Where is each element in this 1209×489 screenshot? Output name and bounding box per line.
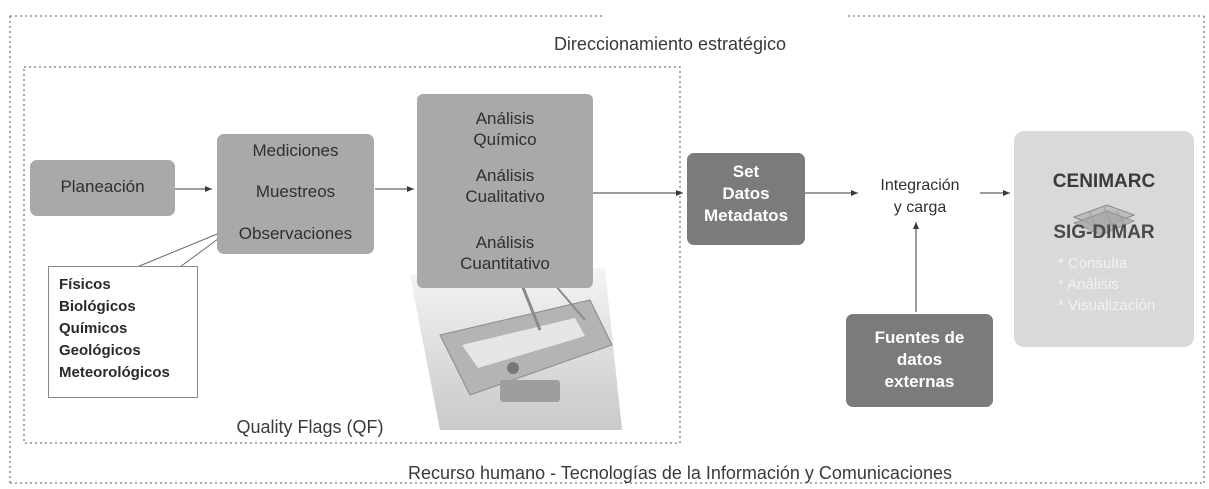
map-layers-icon — [1072, 204, 1136, 236]
fuentes-box: Fuentes de datos externas — [846, 314, 993, 407]
mediciones-label: Mediciones — [252, 141, 339, 160]
category-biologicos: Biológicos — [59, 298, 136, 315]
category-geologicos: Geológicos — [59, 342, 141, 359]
fuentes-label-1: Fuentes de — [874, 328, 965, 347]
cenimarc-box: CENIMARC SIG-DIMAR * Consulta * Análisis… — [1014, 131, 1194, 347]
analisis-quimico-1: Análisis — [475, 109, 535, 128]
lab-equipment-image — [410, 268, 622, 430]
planeacion-label: Planeación — [60, 177, 145, 196]
integracion-label-2: y carga — [893, 199, 947, 216]
fuentes-label-3: externas — [884, 372, 955, 391]
analisis-cualitativo-2: Cualitativo — [465, 187, 545, 206]
categories-box: Físicos Biológicos Químicos Geológicos M… — [48, 266, 198, 398]
set-datos-box: Set Datos Metadatos — [687, 153, 805, 245]
quality-flags-frame — [23, 66, 681, 444]
set-label: Set — [732, 162, 760, 181]
analisis-quimico-2: Químico — [473, 130, 537, 149]
analisis-cuantitativo-1: Análisis — [475, 233, 535, 252]
category-meteorologicos: Meteorológicos — [59, 364, 170, 381]
analisis-cuantitativo-2: Cuantitativo — [460, 254, 550, 273]
sig-item-analisis: * Análisis — [1058, 276, 1119, 293]
planeacion-box: Planeación — [30, 160, 175, 216]
footer-title: Recurso humano - Tecnologías de la Infor… — [408, 463, 952, 483]
category-quimicos: Químicos — [59, 320, 128, 337]
category-fisicos: Físicos — [59, 276, 111, 293]
analisis-cualitativo-1: Análisis — [475, 166, 535, 185]
outer-frame — [9, 15, 1205, 484]
mediciones-box: Mediciones Muestreos Observaciones — [217, 134, 374, 254]
cenimarc-label: CENIMARC — [1052, 171, 1156, 192]
analisis-box: Análisis Químico Análisis Cualitativo An… — [417, 94, 593, 288]
quality-flags-label: Quality Flags (QF) — [236, 417, 384, 437]
observaciones-label: Observaciones — [238, 224, 353, 243]
datos-label: Datos — [722, 184, 770, 203]
sig-dimar-label: SIG-DIMAR — [1053, 222, 1155, 243]
sig-item-visualizacion: * Visualización — [1058, 297, 1156, 314]
sig-item-consulta: * Consulta — [1058, 255, 1128, 272]
integracion-label-1: Integración — [880, 177, 960, 194]
callout-lines — [136, 231, 223, 268]
header-title: Direccionamiento estratégico — [553, 34, 787, 54]
fuentes-label-2: datos — [896, 350, 943, 369]
metadatos-label: Metadatos — [703, 206, 789, 225]
muestreos-label: Muestreos — [255, 182, 336, 201]
